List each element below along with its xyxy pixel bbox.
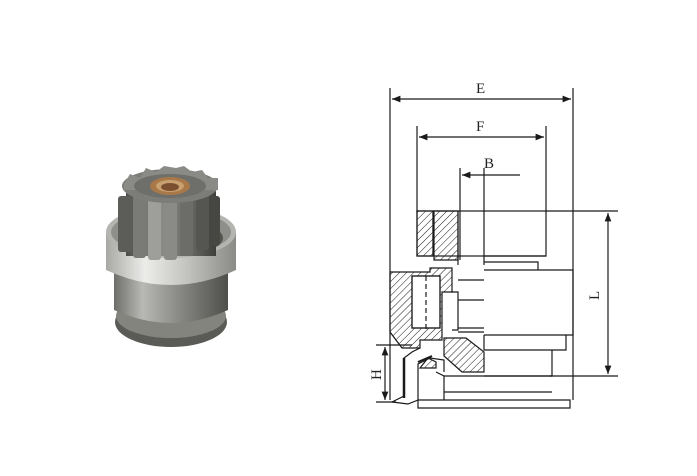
pinion-gear [118,166,220,260]
label-H: H [369,369,385,380]
dimension-L [546,210,618,377]
part-section [389,210,574,409]
label-E: E [476,81,485,97]
dimension-E [389,88,574,400]
dimension-F [416,126,547,212]
label-B: B [484,156,494,172]
label-L: L [587,291,603,300]
dimension-B [459,168,520,260]
label-F: F [476,119,484,135]
